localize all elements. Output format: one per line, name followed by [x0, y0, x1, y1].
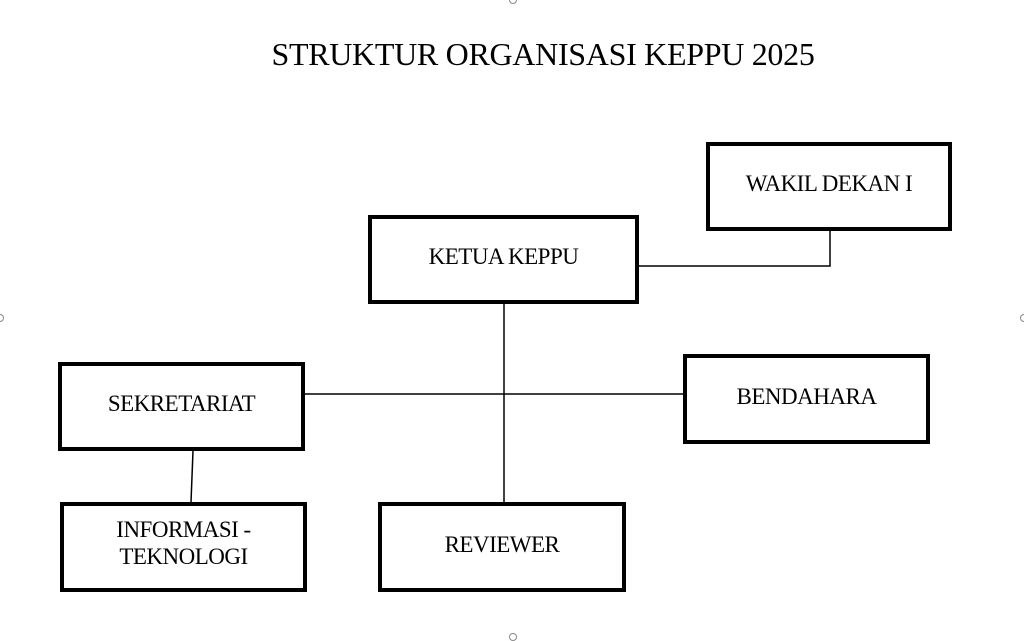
selection-handle-right[interactable]	[1020, 314, 1024, 322]
node-informasi-teknologi: INFORMASI - TEKNOLOGI	[60, 502, 307, 592]
connector-sekretariat-informasi	[190, 450, 194, 503]
connector-ketua-wakil	[639, 231, 831, 267]
node-label: BENDAHARA	[736, 383, 877, 409]
node-ketua-keppu: KETUA KEPPU	[368, 215, 639, 304]
node-label: KETUA KEPPU	[428, 244, 579, 269]
node-bendahara: BENDAHARA	[683, 354, 930, 444]
selection-handle-bottom[interactable]	[509, 633, 517, 641]
node-label-line1: INFORMASI -	[116, 517, 251, 542]
node-label: REVIEWER	[444, 531, 560, 557]
node-label: SEKRETARIAT	[107, 391, 256, 416]
node-reviewer: REVIEWER	[378, 502, 626, 592]
node-label: WAKIL DEKAN I	[745, 171, 913, 196]
node-wakil-dekan: WAKIL DEKAN I	[706, 142, 952, 231]
node-label-line2: TEKNOLOGI	[119, 544, 248, 569]
diagram-title: STRUKTUR ORGANISASI KEPPU 2025	[271, 36, 815, 72]
node-sekretariat: SEKRETARIAT	[58, 362, 305, 451]
